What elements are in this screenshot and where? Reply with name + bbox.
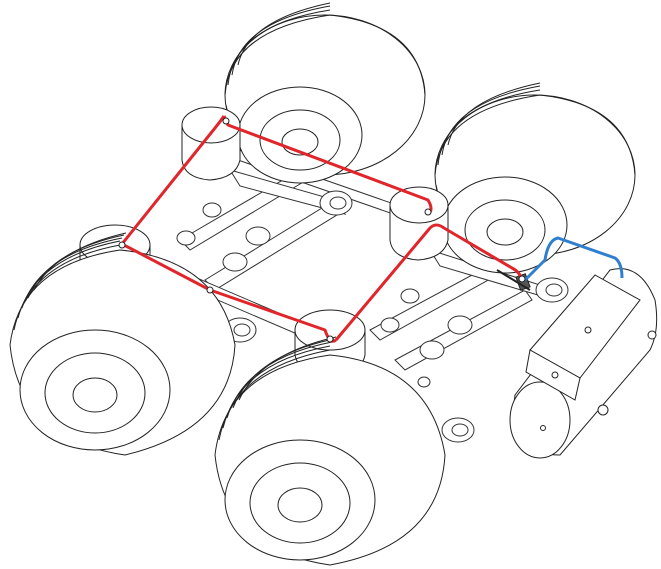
wheel-rear-left — [224, 2, 426, 184]
wheel-rear-right — [434, 82, 636, 274]
line-fittings — [118, 117, 526, 343]
wheel-front-left — [9, 232, 236, 456]
wheel-front-right — [214, 336, 446, 566]
air-bag-rear-right — [389, 186, 449, 261]
air-bag-rear-left — [181, 106, 241, 181]
air-line-supply — [523, 236, 624, 282]
air-tank — [509, 268, 658, 459]
